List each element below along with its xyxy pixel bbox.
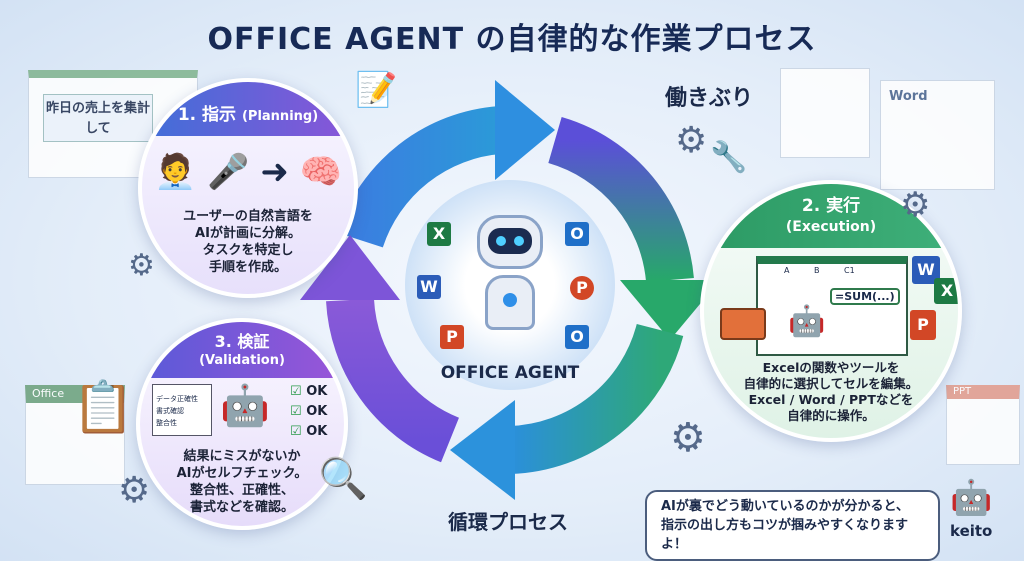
keito-name: keito [950, 522, 993, 540]
ppt-icon: P [440, 325, 464, 349]
cycle-arrow-top [337, 106, 503, 249]
gear-icon: ⚙ [675, 120, 708, 161]
gear-icon: ⚙ [670, 415, 706, 461]
checklist-doc: データ正確性書式確認整合性 [152, 384, 212, 436]
center-label: OFFICE AGENT [440, 363, 580, 383]
formula-cell: =SUM(...) [830, 288, 900, 305]
sheet-prompt: 昨日の売上を集計して [43, 94, 153, 142]
cycle-ring [300, 80, 720, 500]
ppt-label: PPT [953, 386, 972, 397]
office-label: Office [32, 387, 65, 400]
excel-icon-step2: X [934, 278, 958, 304]
step3-validation: 3. 検証(Validation) データ正確性書式確認整合性 🤖 ☑ OK ☑… [136, 318, 348, 530]
robot-magnifier-icon: 🤖 [220, 383, 270, 429]
word-icon: W [417, 275, 441, 299]
gear-icon: ⚙ [118, 470, 151, 511]
cycle-arrowhead-right [620, 280, 720, 340]
page-title: OFFICE AGENT の自律的な作業プロセス [207, 22, 817, 57]
robot-hands-icon: 🤖 [788, 304, 826, 339]
word-icon-step2: W [912, 256, 940, 284]
ppt-icon-step2: P [910, 310, 936, 340]
background-word-doc: Word [880, 80, 995, 190]
background-ppt-doc: PPT [946, 385, 1020, 465]
ok-checks: ☑ OK ☑ OK ☑ OK [290, 384, 328, 439]
gear-icon: ⚙ [128, 248, 155, 283]
outlook-icon: O [565, 222, 589, 246]
cycle-label: 循環プロセス [448, 510, 568, 534]
center-agent: X W P O P O [405, 180, 615, 390]
robot-body-icon [485, 275, 535, 330]
cycle-arrow-left [326, 298, 460, 463]
step2-description: Excelの関数やツールを自律的に選択してセルを編集。Excel / Word … [743, 360, 919, 423]
cycle-arrow-bottom [508, 323, 684, 474]
keito-robot-avatar: 🤖 [950, 478, 993, 518]
background-office-sheet: Office [25, 385, 125, 485]
robot-head-icon [477, 215, 543, 269]
excel-icon: X [427, 222, 451, 246]
cycle-arrowhead-bottom [450, 400, 515, 500]
clipboard-icon: 📋 [72, 378, 135, 436]
background-doc [780, 68, 870, 158]
outlook-icon-bottom: O [565, 325, 589, 349]
notepad-pen-icon: 📝 [355, 70, 398, 110]
word-doc-label: Word [889, 89, 928, 104]
tip-speech-bubble: AIが裏でどう動いているのかが分かると、指示の出し方もコツが掴みやすくなりますよ… [645, 490, 940, 561]
user-speaking-icon: 🧑‍💼 🎤 ➜ 🧠 [154, 152, 342, 192]
toolbox-icon [720, 308, 766, 340]
cycle-arrowhead-top [495, 80, 555, 180]
cycle-arrow-right [547, 116, 694, 283]
magnifier-icon: 🔍 [318, 456, 368, 502]
ppt-icon-right: P [570, 276, 594, 300]
gear-icon: ⚙ [900, 185, 931, 225]
wrench-icon: 🔧 [710, 140, 748, 175]
cycle-arrowhead-left [300, 235, 400, 300]
work-label: 働きぶり [665, 86, 754, 111]
